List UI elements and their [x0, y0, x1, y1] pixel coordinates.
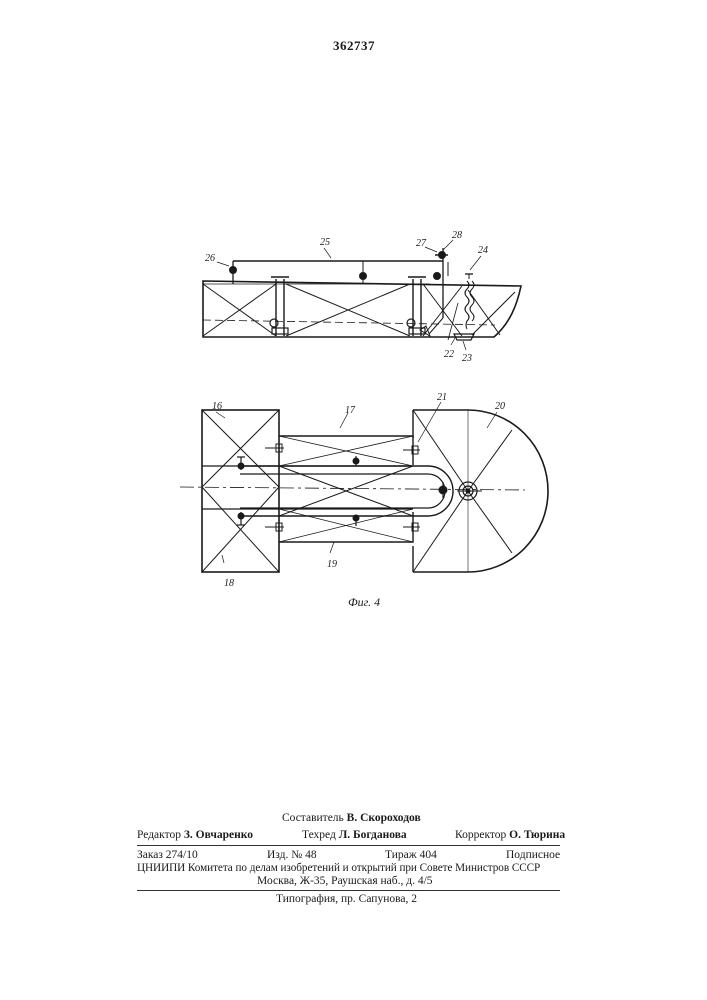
- label-17: 17: [345, 405, 356, 416]
- compiler-label: Составитель: [282, 812, 344, 824]
- label-25: 25: [320, 237, 330, 248]
- label-24: 24: [478, 245, 488, 256]
- subscription: Подписное: [506, 849, 560, 861]
- tech-name: Л. Богданова: [339, 829, 407, 841]
- editor-line: Редактор З. Овчаренко: [137, 829, 253, 841]
- corrector-label: Корректор: [455, 829, 506, 841]
- order-number: Заказ 274/10: [137, 849, 198, 861]
- label-18: 18: [224, 578, 234, 589]
- print-run: Тираж 404: [385, 849, 437, 861]
- label-20: 20: [495, 401, 505, 412]
- tech-line: Техред Л. Богданова: [302, 829, 407, 841]
- footer-rule-top: [137, 845, 560, 846]
- label-28: 28: [452, 230, 462, 241]
- label-22: 22: [444, 349, 454, 360]
- corrector-line: Корректор О. Тюрина: [455, 829, 565, 841]
- printer: Типография, пр. Сапунова, 2: [276, 893, 417, 905]
- editor-label: Редактор: [137, 829, 181, 841]
- compiler-line: Составитель В. Скороходов: [282, 812, 421, 824]
- side-view: [203, 240, 521, 350]
- plan-view: [180, 402, 548, 572]
- label-27: 27: [416, 238, 427, 249]
- side-view-hull: [203, 281, 521, 337]
- technical-drawing: 16 17 18 19 20 21 22 23 24 25 26 27 28 Ф…: [0, 0, 707, 760]
- label-26: 26: [205, 253, 215, 264]
- editor-name: З. Овчаренко: [184, 829, 253, 841]
- corrector-name: О. Тюрина: [509, 829, 565, 841]
- label-21: 21: [437, 392, 447, 403]
- label-16: 16: [212, 401, 222, 412]
- address: Москва, Ж-35, Раушская наб., д. 4/5: [257, 875, 433, 887]
- compiler-name: В. Скороходов: [347, 812, 421, 824]
- footer-rule-bottom: [137, 890, 560, 891]
- figure-caption: Фиг. 4: [348, 595, 380, 609]
- label-19: 19: [327, 559, 337, 570]
- pontoon-16-18: [202, 410, 279, 572]
- label-23: 23: [462, 353, 472, 364]
- issue-number: Изд. № 48: [267, 849, 317, 861]
- tech-label: Техред: [302, 829, 336, 841]
- institute: ЦНИИПИ Комитета по делам изобретений и о…: [137, 862, 540, 874]
